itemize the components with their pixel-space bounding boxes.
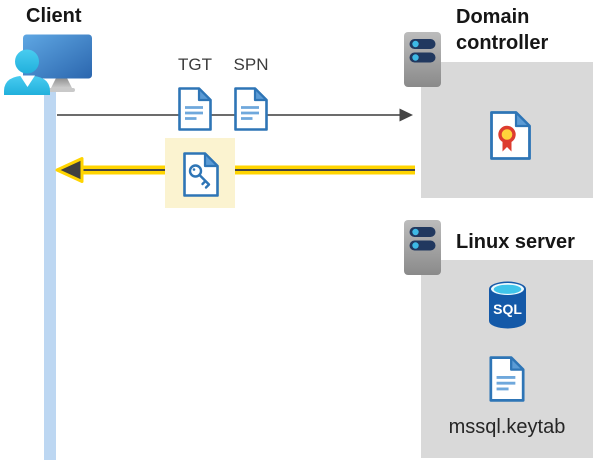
person-at-monitor-icon <box>4 34 92 95</box>
domain-controller-server-icon <box>404 32 441 87</box>
tgt-label: TGT <box>178 55 212 74</box>
linux-server-icon <box>404 220 441 275</box>
linux-server-label: Linux server <box>456 231 575 253</box>
sql-badge-text: SQL <box>493 301 522 317</box>
spn-document-icon <box>234 87 268 131</box>
keytab-document-icon <box>489 356 525 402</box>
response-arrow <box>55 157 415 183</box>
request-arrow <box>57 108 413 122</box>
tgt-document-icon <box>178 87 212 131</box>
domain-controller-label: Domain controller <box>456 6 549 54</box>
key-document-icon <box>183 152 219 197</box>
client-lifeline <box>44 90 56 460</box>
client-label: Client <box>26 5 82 27</box>
spn-label: SPN <box>233 55 269 74</box>
sql-database-icon: SQL <box>489 281 526 329</box>
keytab-file-label: mssql.keytab <box>448 416 566 438</box>
certificate-document-icon <box>490 111 531 160</box>
